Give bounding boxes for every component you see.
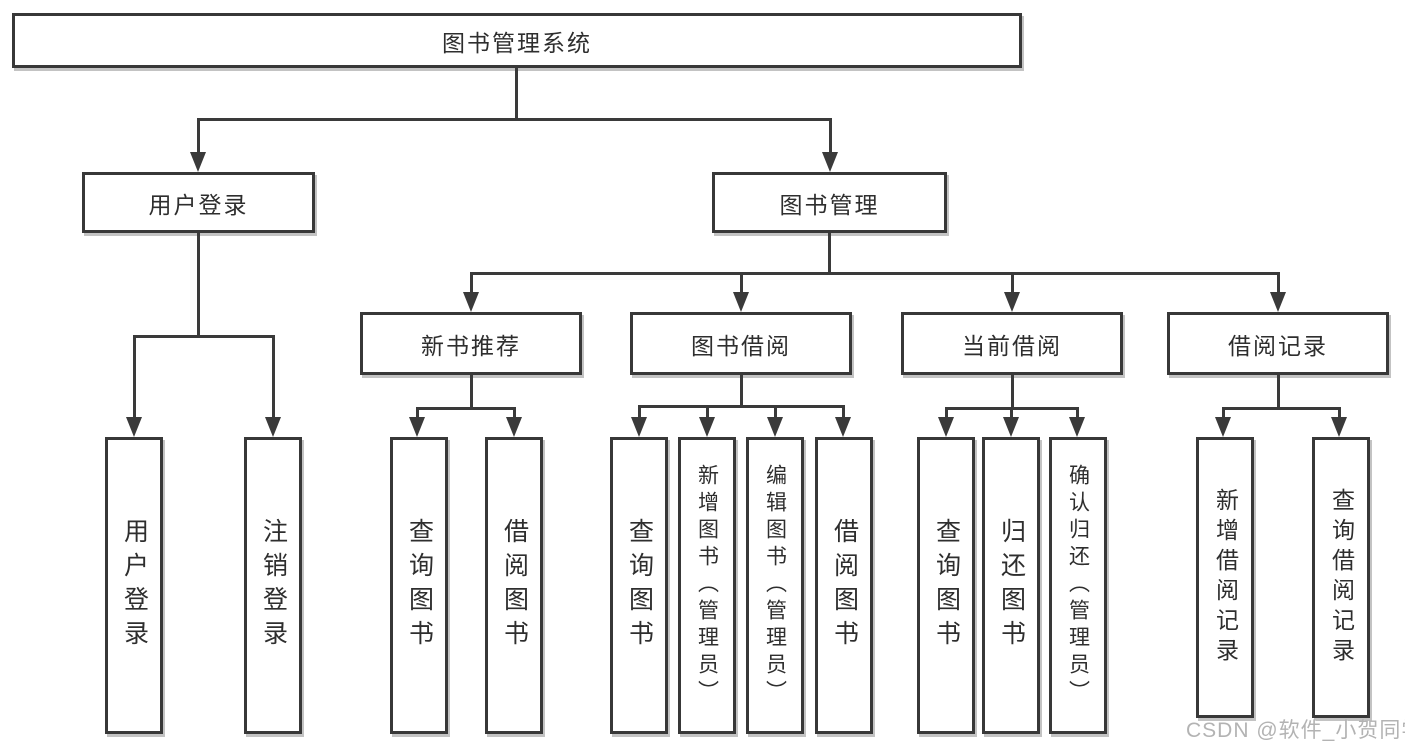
leaf-confirm-return-admin: 确认归还（管理员） bbox=[1049, 437, 1107, 734]
node-user-login: 用户登录 bbox=[82, 172, 315, 233]
connector-line bbox=[470, 272, 473, 292]
arrow-down-icon bbox=[265, 417, 281, 437]
node-root-label: 图书管理系统 bbox=[442, 29, 592, 56]
arrow-down-icon bbox=[463, 292, 479, 312]
leaf-query-book-3: 查询图书 bbox=[917, 437, 975, 734]
node-borrow-record: 借阅记录 bbox=[1167, 312, 1389, 375]
connector-line bbox=[470, 272, 1280, 275]
arrow-down-icon bbox=[938, 417, 954, 437]
arrow-down-icon bbox=[1270, 292, 1286, 312]
connector-line bbox=[197, 118, 831, 121]
arrow-down-icon bbox=[733, 292, 749, 312]
connector-line bbox=[740, 272, 743, 292]
node-current-borrow-label: 当前借阅 bbox=[962, 332, 1062, 359]
arrow-down-icon bbox=[767, 417, 783, 437]
leaf-logout: 注销登录 bbox=[244, 437, 302, 734]
connector-line bbox=[774, 405, 777, 419]
connector-line bbox=[133, 335, 136, 417]
leaf-user-login: 用户登录 bbox=[105, 437, 163, 734]
leaf-add-borrow-record: 新增借阅记录 bbox=[1196, 437, 1254, 718]
connector-line bbox=[828, 233, 831, 272]
connector-line bbox=[515, 68, 518, 118]
connector-line bbox=[513, 407, 516, 419]
connector-line bbox=[1222, 407, 1225, 419]
leaf-query-book-1: 查询图书 bbox=[390, 437, 448, 734]
node-new-book-recommend: 新书推荐 bbox=[360, 312, 582, 375]
arrow-down-icon bbox=[126, 417, 142, 437]
leaf-query-book-2: 查询图书 bbox=[610, 437, 668, 734]
arrow-down-icon bbox=[1215, 417, 1231, 437]
connector-line bbox=[740, 375, 743, 405]
connector-line bbox=[1011, 375, 1014, 407]
arrow-down-icon bbox=[409, 417, 425, 437]
arrow-down-icon bbox=[699, 417, 715, 437]
connector-line bbox=[272, 335, 275, 417]
arrow-down-icon bbox=[631, 417, 647, 437]
leaf-return-book: 归还图书 bbox=[982, 437, 1040, 734]
connector-line bbox=[1338, 407, 1341, 419]
node-book-management: 图书管理 bbox=[712, 172, 947, 233]
connector-line bbox=[197, 118, 200, 152]
connector-line bbox=[842, 405, 845, 419]
arrow-down-icon bbox=[822, 152, 838, 172]
node-new-book-recommend-label: 新书推荐 bbox=[421, 332, 521, 359]
connector-line bbox=[133, 335, 275, 338]
connector-line bbox=[638, 405, 845, 408]
arrow-down-icon bbox=[506, 417, 522, 437]
connector-line bbox=[1011, 272, 1014, 292]
node-user-login-label: 用户登录 bbox=[148, 191, 249, 218]
connector-line bbox=[1277, 375, 1280, 407]
leaf-borrow-book-1: 借阅图书 bbox=[485, 437, 543, 734]
connector-line bbox=[197, 233, 200, 335]
connector-line bbox=[829, 118, 832, 152]
connector-line bbox=[416, 407, 516, 410]
node-book-management-label: 图书管理 bbox=[779, 191, 880, 218]
node-book-borrow: 图书借阅 bbox=[630, 312, 852, 375]
arrow-down-icon bbox=[835, 417, 851, 437]
csdn-watermark: CSDN @软件_小贺同学 bbox=[1186, 719, 1405, 742]
leaf-query-borrow-record: 查询借阅记录 bbox=[1312, 437, 1370, 718]
connector-line bbox=[1222, 407, 1341, 410]
node-borrow-record-label: 借阅记录 bbox=[1228, 332, 1328, 359]
connector-line bbox=[1076, 407, 1079, 419]
connector-line bbox=[470, 375, 473, 407]
connector-line bbox=[1277, 272, 1280, 292]
connector-line bbox=[1010, 407, 1013, 419]
leaf-edit-book-admin: 编辑图书（管理员） bbox=[746, 437, 804, 734]
leaf-add-book-admin: 新增图书（管理员） bbox=[678, 437, 736, 734]
leaf-borrow-book-2: 借阅图书 bbox=[815, 437, 873, 734]
connector-line bbox=[416, 407, 419, 419]
arrow-down-icon bbox=[1003, 417, 1019, 437]
connector-line bbox=[945, 407, 948, 419]
node-root: 图书管理系统 bbox=[12, 13, 1022, 68]
arrow-down-icon bbox=[1004, 292, 1020, 312]
connector-line bbox=[706, 405, 709, 419]
connector-line bbox=[638, 405, 641, 419]
arrow-down-icon bbox=[1331, 417, 1347, 437]
node-current-borrow: 当前借阅 bbox=[901, 312, 1123, 375]
node-book-borrow-label: 图书借阅 bbox=[691, 332, 791, 359]
arrow-down-icon bbox=[1069, 417, 1085, 437]
arrow-down-icon bbox=[190, 152, 206, 172]
